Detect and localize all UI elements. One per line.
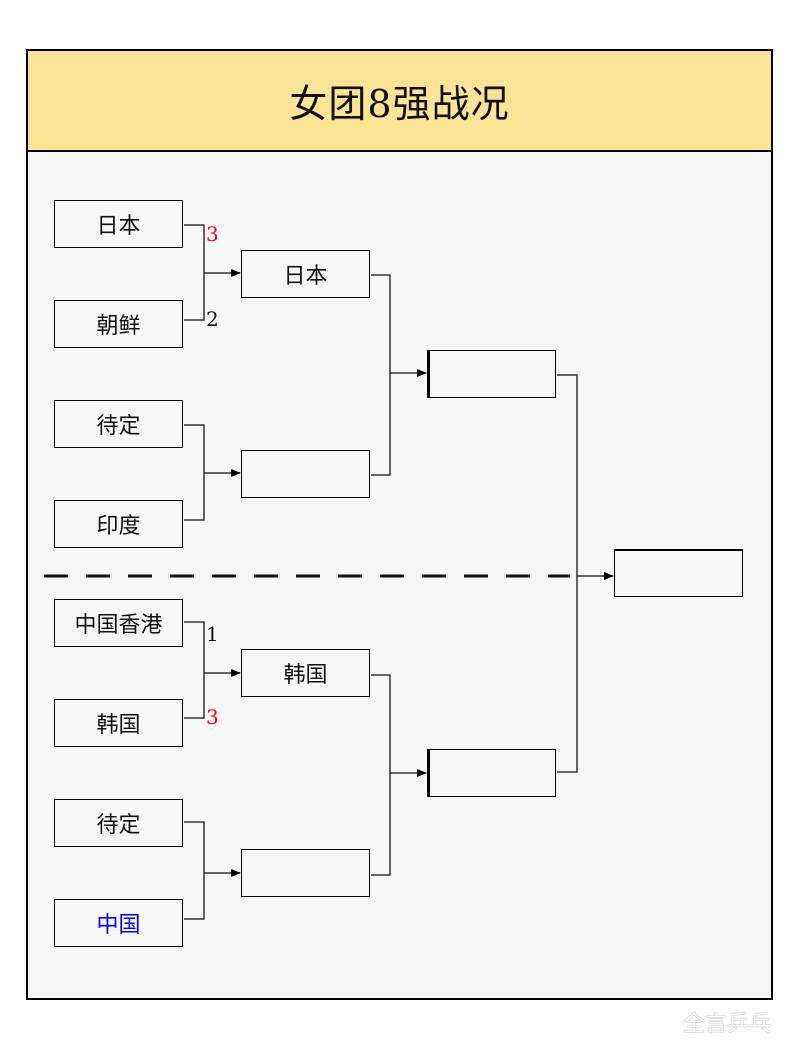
team-box-r1-3: 待定: [54, 400, 183, 448]
score-r1-2: 2: [206, 307, 219, 331]
team-box-r2-1: 日本: [241, 250, 370, 298]
score-r1-1: 3: [206, 222, 219, 246]
connector-qf4: [184, 821, 205, 920]
team-name: 日本: [283, 264, 328, 289]
page-title: 女团8强战况: [289, 82, 510, 126]
header-banner: 女团8强战况: [28, 51, 771, 152]
team-name: 韩国: [283, 663, 328, 688]
team-name: 中国: [96, 913, 141, 938]
score-r1-5: 1: [206, 622, 219, 646]
connector-sf1: [371, 274, 391, 476]
team-name: 待定: [96, 414, 141, 439]
team-box-r1-1: 日本: [54, 200, 183, 248]
team-box-r1-2: 朝鲜: [54, 300, 183, 348]
connector-qf3: [184, 621, 205, 719]
connector-sf2: [371, 674, 391, 876]
team-box-r1-4: 印度: [54, 500, 183, 548]
team-box-r1-7: 待定: [54, 799, 183, 847]
team-box-r2-4: [241, 849, 370, 897]
connector-qf1: [184, 224, 205, 321]
team-box-r1-6: 韩国: [54, 699, 183, 747]
team-name: 朝鲜: [96, 314, 141, 339]
team-box-r1-8: 中国: [54, 899, 183, 947]
team-box-r1-5: 中国香港: [54, 599, 183, 647]
champion-box: [614, 549, 743, 597]
team-box-r3-1: [427, 350, 556, 398]
team-name: 韩国: [96, 713, 141, 738]
team-box-r2-3: 韩国: [241, 649, 370, 697]
team-box-r2-2: [241, 450, 370, 498]
score-r1-6: 3: [206, 705, 219, 729]
team-name: 印度: [96, 514, 141, 539]
watermark: 全言乒乓: [683, 1012, 772, 1037]
connector-qf2: [184, 424, 205, 521]
team-box-r3-2: [427, 749, 556, 797]
team-name: 日本: [96, 214, 141, 239]
team-name: 中国香港: [74, 613, 163, 638]
team-name: 待定: [96, 813, 141, 838]
connector-final: [557, 374, 578, 773]
